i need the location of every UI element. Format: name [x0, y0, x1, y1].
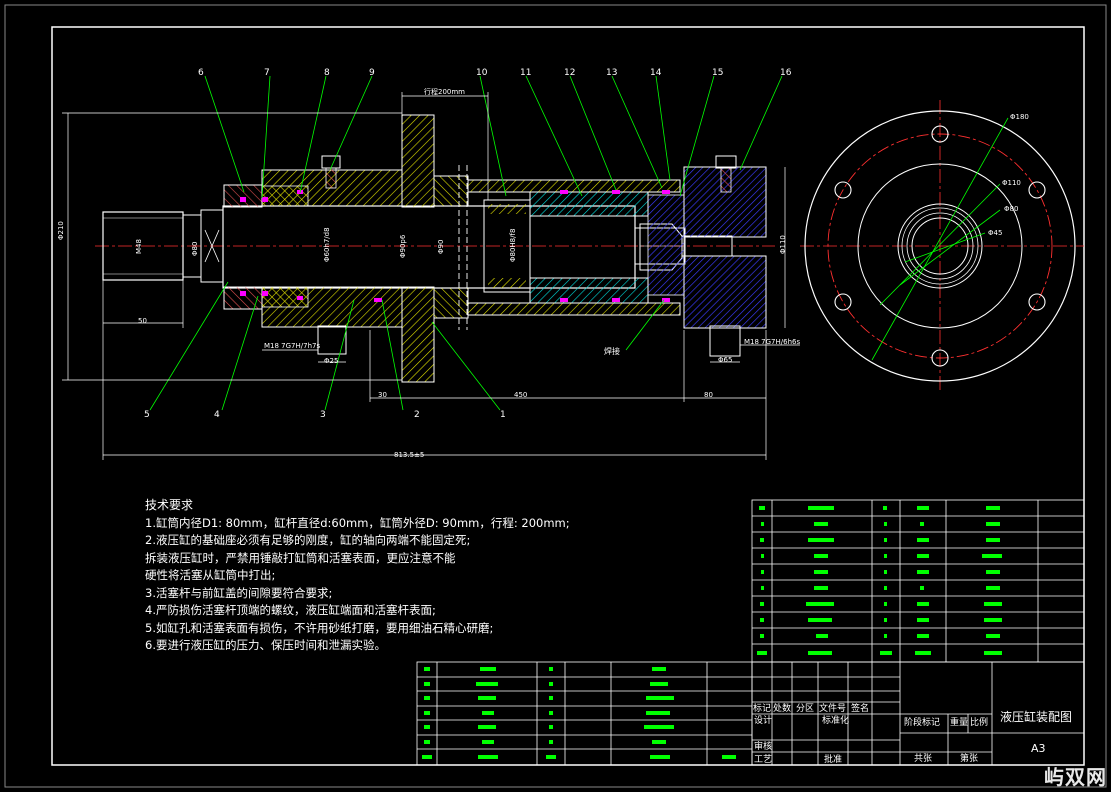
tech-line: 2.液压缸的基础座必须有足够的刚度，缸的轴向两端不能固定死;: [145, 533, 471, 547]
sheet-size: A3: [1031, 742, 1046, 755]
balloon-13: 13: [606, 68, 618, 78]
outer-border: [4, 4, 1107, 788]
dim-m18-rear: M18 7G7H/6h6s: [744, 338, 801, 346]
title-block-grid: [751, 661, 1085, 766]
tb-label-mark: 标记: [753, 704, 772, 714]
dim-dia-65: Φ65: [718, 356, 733, 364]
tech-line: 6.要进行液压缸的压力、保压时间和泄漏实验。: [145, 638, 386, 652]
tb-label-zone: 分区: [796, 704, 815, 714]
tech-line: 5.如缸孔和活塞表面有损伤，不许用砂纸打磨，要用细油石精心研磨;: [145, 620, 494, 635]
tech-line: 拆装液压缸时，严禁用锤敲打缸筒和活塞表面，更应注意不能: [145, 550, 456, 565]
balloon-2: 2: [414, 410, 420, 420]
tb-label-approve: 批准: [824, 755, 843, 765]
flange-outer-circle: [804, 110, 1076, 382]
tb-label-sheet-no: 第张: [960, 754, 979, 764]
tb-label-design: 设计: [754, 716, 773, 726]
dim-dia-90: Φ90: [437, 239, 445, 254]
tech-line: 3.活塞杆与前缸盖的间隙要符合要求;: [145, 585, 333, 600]
tb-label-scale: 比例: [970, 718, 989, 728]
dim-dia-60: Φ60h7/d8: [323, 227, 331, 262]
balloon-8: 8: [324, 68, 330, 78]
tech-line: 1.缸筒内径D1: 80mm，缸杆直径d:60mm，缸筒外径D: 90mm，行程…: [145, 515, 570, 530]
dim-len-30: 30: [378, 391, 387, 399]
dim-dia-80-fit: Φ80H8/f8: [509, 228, 517, 262]
parts-list-right-marks: [757, 506, 1002, 655]
dim-len-450: 450: [514, 391, 528, 399]
tb-label-count: 处数: [773, 704, 792, 714]
tb-label-doc-no: 文件号: [819, 704, 847, 714]
dim-total-length: 813.5±5: [394, 451, 425, 459]
parts-list-right: [751, 499, 1085, 663]
weld-note: 焊接: [604, 347, 620, 356]
tb-label-standard: 标准化: [822, 716, 850, 726]
dim-dia-210: Φ210: [57, 221, 65, 240]
technical-requirements: 技术要求 1.缸筒内径D1: 80mm，缸杆直径d:60mm，缸筒外径D: 90…: [145, 497, 745, 655]
dim-dia-90p: Φ90p6: [399, 234, 407, 258]
parts-list-left: [416, 661, 753, 766]
balloon-6: 6: [198, 68, 204, 78]
dim-end-45: Φ45: [988, 229, 1003, 237]
balloon-3: 3: [320, 410, 326, 420]
balloon-7: 7: [264, 68, 270, 78]
dim-end-180: Φ180: [1010, 113, 1029, 121]
dim-dia-110: Φ110: [779, 235, 787, 254]
balloon-14: 14: [650, 68, 662, 78]
cylinder-barrel: [467, 179, 681, 193]
tb-label-stage: 阶段标记: [904, 718, 941, 728]
tech-line: 4.严防损伤活塞杆顶端的螺纹，液压缸端面和活塞杆表面;: [145, 603, 436, 617]
front-flange: [401, 114, 435, 208]
tech-line: 硬性将活塞从缸筒中打出;: [145, 568, 276, 582]
dim-len-80: 80: [704, 391, 713, 399]
balloon-9: 9: [369, 68, 375, 78]
dim-m18-front: M18 7G7H/7h7s: [264, 342, 321, 350]
balloon-15: 15: [712, 68, 724, 78]
dim-dia-25: Φ25: [324, 357, 339, 365]
balloon-16: 16: [780, 68, 792, 78]
tb-label-weight: 重量: [950, 718, 969, 728]
tech-requirements-title: 技术要求: [145, 498, 194, 512]
tb-label-total-sheets: 共张: [914, 754, 933, 764]
tb-label-review: 审核: [754, 742, 773, 752]
balloon-11: 11: [520, 68, 532, 78]
section-view: [62, 75, 800, 460]
piston: [529, 191, 649, 217]
balloon-1: 1: [500, 410, 506, 420]
piston-rod: [222, 205, 636, 289]
balloon-12: 12: [564, 68, 576, 78]
drawing-title: 液压缸装配图: [1000, 710, 1073, 724]
dim-stroke: 行程200mm: [424, 88, 465, 96]
watermark-logo: 屿双网: [1044, 765, 1107, 789]
dim-m48: M48: [135, 239, 143, 254]
tb-label-sign: 签名: [851, 704, 870, 714]
dim-end-80: Φ80: [1004, 205, 1019, 213]
end-view: [800, 100, 1084, 392]
tb-label-process: 工艺: [754, 755, 773, 765]
balloon-5: 5: [144, 410, 150, 420]
balloon-10: 10: [476, 68, 488, 78]
dim-len-50: 50: [138, 317, 147, 325]
balloon-4: 4: [214, 410, 220, 420]
dim-end-110: Φ110: [1002, 179, 1021, 187]
parts-list-left-marks: [422, 667, 736, 759]
dim-dia-80: Φ80: [191, 241, 199, 256]
